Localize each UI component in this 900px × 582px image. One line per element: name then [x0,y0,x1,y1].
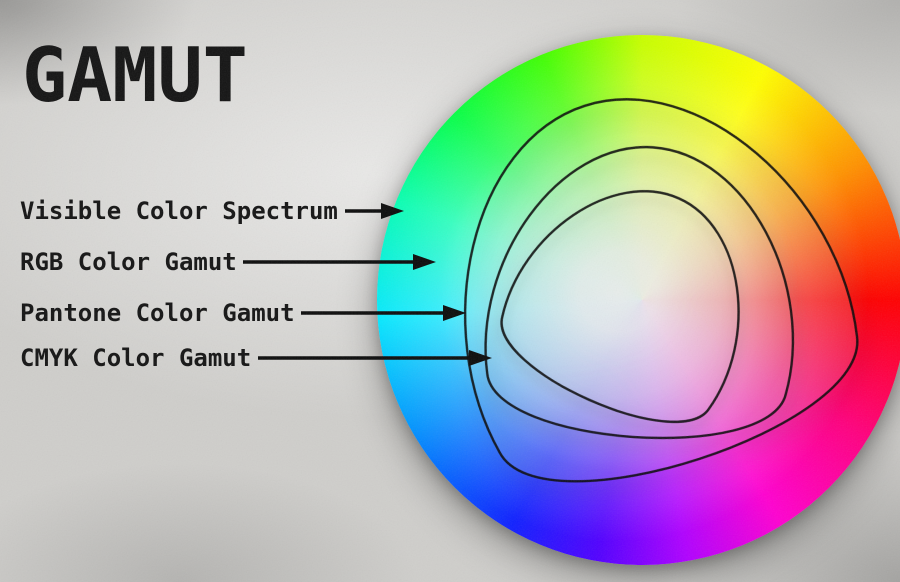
arrow-cmyk-gamut [258,350,492,366]
arrowhead-icon [381,203,404,219]
arrowhead-icon [443,305,466,321]
label-visible-spectrum: Visible Color Spectrum [20,197,338,225]
arrow-pantone-gamut [301,305,466,321]
arrow-visible-spectrum [345,203,404,219]
poster-title: GAMUT [22,31,248,119]
arrow-rgb-gamut [243,254,436,270]
arrowhead-icon [413,254,436,270]
label-pantone-gamut: Pantone Color Gamut [20,299,295,327]
label-rgb-gamut: RGB Color Gamut [20,248,237,276]
label-cmyk-gamut: CMYK Color Gamut [20,344,252,372]
